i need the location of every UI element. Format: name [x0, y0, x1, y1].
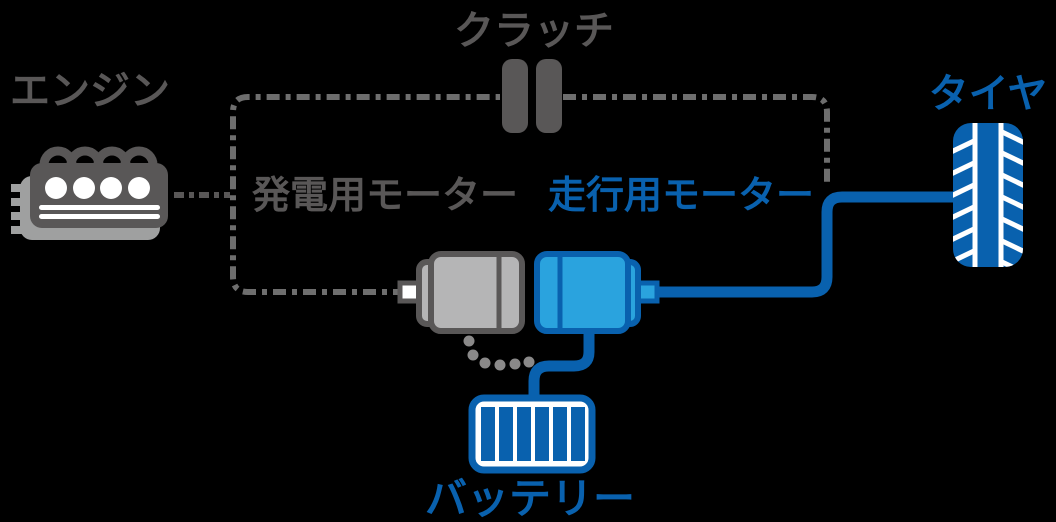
engine-icon: [11, 146, 168, 240]
clutch-icon: [502, 59, 562, 133]
generator-motor-icon: [397, 251, 525, 334]
generator-motor-label: 発電用モーター: [252, 175, 518, 217]
drive-motor-to-battery-wire: [528, 326, 595, 400]
system-boundary-box: [230, 94, 830, 295]
battery-icon: [468, 394, 596, 474]
tire-icon: [953, 123, 1023, 267]
engine-label: エンジン: [10, 69, 170, 113]
drive-motor-label: 走行用モーター: [548, 175, 814, 217]
drive-motor-icon: [534, 251, 660, 334]
clutch-label: クラッチ: [454, 9, 614, 53]
battery-label: バッテリー: [425, 475, 635, 522]
drive-motor-to-tire-wire: [652, 191, 956, 298]
tire-label: タイヤ: [929, 72, 1048, 116]
generator-to-battery-dotted-line: [463, 335, 535, 371]
